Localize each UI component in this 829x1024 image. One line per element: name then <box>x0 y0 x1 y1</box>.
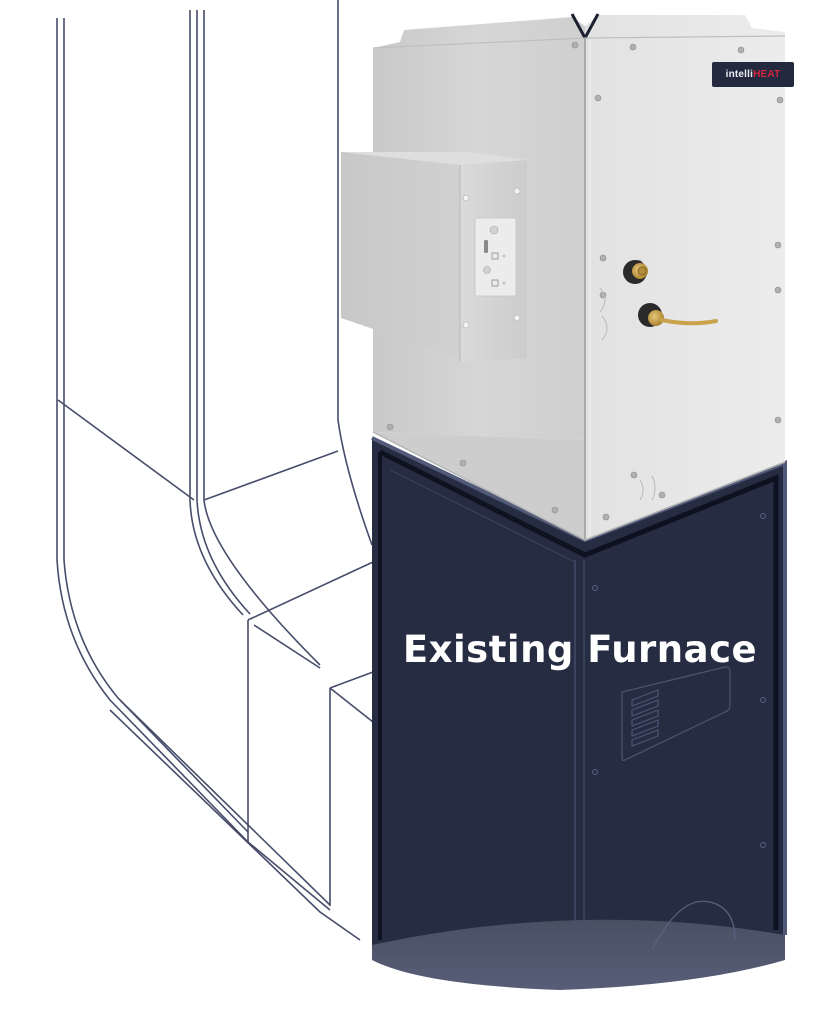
control-box <box>341 152 527 362</box>
brand-name-part1: intelli <box>725 69 754 80</box>
switch-icon <box>491 279 499 287</box>
liquid-line-fitting <box>638 303 718 327</box>
usb-port-icon <box>484 240 488 253</box>
control-panel <box>474 217 517 297</box>
ductwork-outline <box>56 0 374 941</box>
existing-furnace-label: Existing Furnace <box>402 628 758 671</box>
power-button-icon <box>489 225 499 235</box>
reset-button-icon <box>483 266 491 274</box>
existing-furnace <box>371 436 787 990</box>
brand-name-part2: HEAT <box>753 69 781 80</box>
vent-grille-icon <box>621 666 731 762</box>
switch-icon <box>491 252 499 260</box>
refrigerant-connections <box>623 260 718 327</box>
suction-line-fitting <box>623 260 648 284</box>
